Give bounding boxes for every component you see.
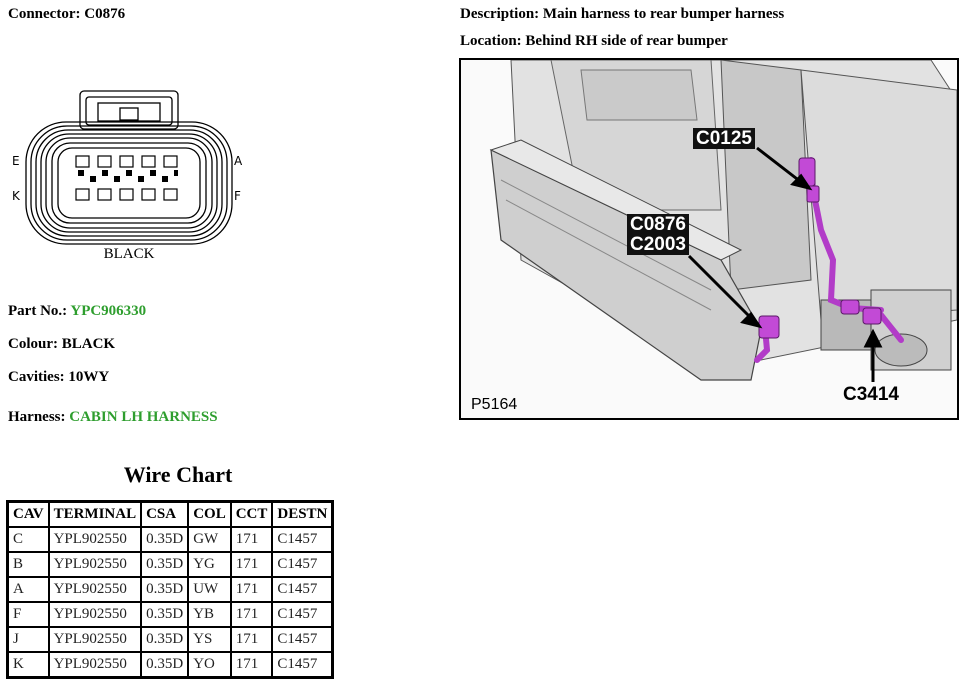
location-value: Behind RH side of rear bumper: [525, 33, 728, 49]
cavities-label: Cavities:: [8, 369, 65, 385]
cell-cct: 171: [229, 626, 274, 653]
pin-label-a: A: [234, 154, 243, 168]
harness-link[interactable]: CABIN LH HARNESS: [69, 409, 218, 425]
cell-cav: J: [6, 626, 50, 653]
cell-destn: C1457: [271, 601, 334, 628]
wire-chart-header-row: CAV TERMINAL CSA COL CCT DESTN: [6, 500, 334, 528]
location-illustration: C0125 C0876 C2003 C3414 P5164: [459, 58, 959, 420]
cell-csa: 0.35D: [140, 576, 190, 603]
cell-destn: C1457: [271, 626, 334, 653]
table-row: B YPL902550 0.35D YG 171 C1457: [6, 551, 334, 578]
cell-cav: C: [6, 526, 50, 553]
cell-cav: B: [6, 551, 50, 578]
cavities-value: 10WY: [68, 369, 110, 385]
cell-terminal: YPL902550: [47, 551, 143, 578]
cell-cct: 171: [229, 526, 274, 553]
col-header-terminal: TERMINAL: [47, 500, 143, 528]
pin-label-f: F: [234, 189, 241, 203]
cell-csa: 0.35D: [140, 551, 190, 578]
cell-col: YG: [187, 551, 232, 578]
part-no-label: Part No.:: [8, 303, 68, 319]
callout-c3414: C3414: [843, 384, 899, 405]
cell-csa: 0.35D: [140, 526, 190, 553]
cell-terminal: YPL902550: [47, 626, 143, 653]
table-row: K YPL902550 0.35D YO 171 C1457: [6, 651, 334, 679]
cell-destn: C1457: [271, 576, 334, 603]
cell-col: YO: [187, 651, 232, 679]
cell-destn: C1457: [271, 651, 334, 679]
cell-cav: A: [6, 576, 50, 603]
cavities-line: Cavities: 10WY: [8, 369, 109, 386]
cell-csa: 0.35D: [140, 626, 190, 653]
part-no-link[interactable]: YPC906330: [70, 303, 147, 319]
harness-label: Harness:: [8, 409, 66, 425]
col-header-destn: DESTN: [271, 500, 334, 528]
cell-cav: K: [6, 651, 50, 679]
col-header-cct: CCT: [229, 500, 274, 528]
table-row: C YPL902550 0.35D GW 171 C1457: [6, 526, 334, 553]
table-row: F YPL902550 0.35D YB 171 C1457: [6, 601, 334, 628]
table-row: J YPL902550 0.35D YS 171 C1457: [6, 626, 334, 653]
location-label: Location:: [460, 33, 522, 49]
cell-terminal: YPL902550: [47, 651, 143, 679]
callout-c0125: C0125: [693, 128, 755, 149]
connector-label: Connector:: [8, 6, 81, 22]
cell-destn: C1457: [271, 551, 334, 578]
connector-color-caption: BLACK: [104, 246, 155, 262]
wire-chart-table: CAV TERMINAL CSA COL CCT DESTN C YPL9025…: [6, 500, 335, 679]
connector-line: Connector: C0876: [8, 6, 125, 23]
callout-c0876: C0876: [627, 214, 689, 235]
description-value: Main harness to rear bumper harness: [542, 6, 785, 22]
wire-chart-title: Wire Chart: [123, 462, 233, 487]
cell-cav: F: [6, 601, 50, 628]
cell-csa: 0.35D: [140, 651, 190, 679]
pin-label-k: K: [12, 189, 21, 203]
cell-terminal: YPL902550: [47, 576, 143, 603]
cell-col: UW: [187, 576, 232, 603]
cell-cct: 171: [229, 651, 274, 679]
cell-cct: 171: [229, 576, 274, 603]
colour-value: BLACK: [61, 336, 116, 352]
colour-label: Colour:: [8, 336, 58, 352]
cell-destn: C1457: [271, 526, 334, 553]
pin-label-e: E: [12, 154, 20, 168]
cell-terminal: YPL902550: [47, 601, 143, 628]
harness-line: Harness: CABIN LH HARNESS: [8, 409, 218, 426]
cell-csa: 0.35D: [140, 601, 190, 628]
col-header-csa: CSA: [140, 500, 190, 528]
connector-face-diagram: E K A F BLACK: [12, 90, 243, 262]
colour-line: Colour: BLACK: [8, 336, 115, 353]
callout-c2003: C2003: [627, 234, 689, 255]
figure-id: P5164: [471, 396, 518, 413]
cell-col: GW: [187, 526, 232, 553]
cell-col: YS: [187, 626, 232, 653]
cell-cct: 171: [229, 601, 274, 628]
connector-value: C0876: [84, 6, 126, 22]
table-row: A YPL902550 0.35D UW 171 C1457: [6, 576, 334, 603]
cell-cct: 171: [229, 551, 274, 578]
part-no-line: Part No.: YPC906330: [8, 303, 146, 320]
location-line: Location: Behind RH side of rear bumper: [460, 33, 728, 50]
col-header-cav: CAV: [6, 500, 50, 528]
cell-col: YB: [187, 601, 232, 628]
cell-terminal: YPL902550: [47, 526, 143, 553]
vehicle-rear-illustration: [461, 60, 957, 418]
description-label: Description:: [460, 6, 540, 22]
col-header-col: COL: [187, 500, 232, 528]
description-line: Description: Main harness to rear bumper…: [460, 6, 784, 23]
